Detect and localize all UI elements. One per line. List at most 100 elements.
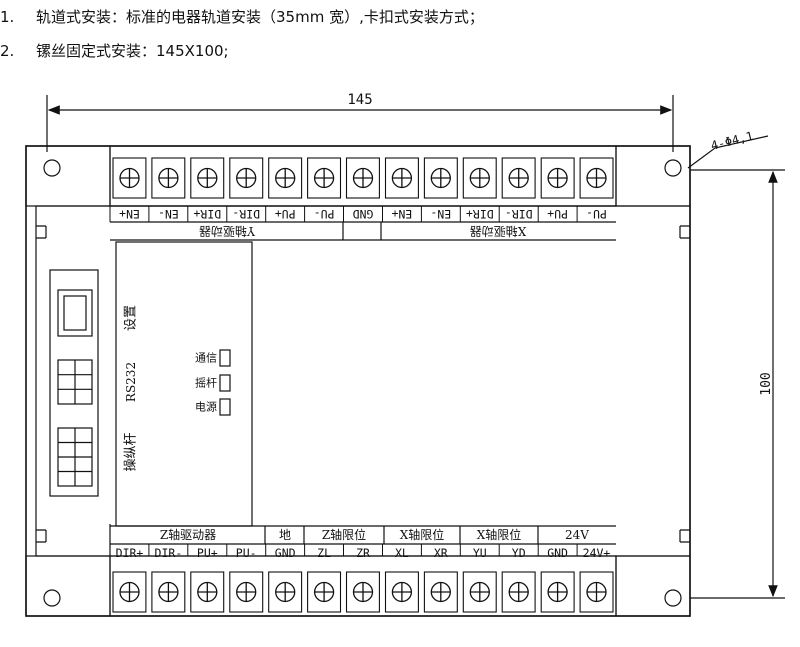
bottom-terminal-cell bbox=[151, 571, 186, 613]
bottom-terminal-cell bbox=[268, 571, 303, 613]
bottom-group-x-limit-2: X轴限位 bbox=[477, 527, 522, 542]
bottom-terminal-cell bbox=[190, 571, 225, 613]
bottom-group-z-driver: Z轴驱动器 bbox=[160, 527, 216, 542]
led-joystick-label: 摇杆 bbox=[195, 376, 217, 390]
clip-notch-left-bottom bbox=[36, 529, 47, 543]
connector-column bbox=[49, 269, 99, 497]
bottom-terminal-cell bbox=[540, 571, 575, 613]
clip-notch-right-bottom bbox=[679, 529, 690, 543]
label-rs232: RS232 bbox=[124, 362, 138, 402]
bottom-terminal-label: DIR- bbox=[155, 546, 183, 560]
top-terminal-label: DIR- bbox=[232, 207, 260, 221]
led-power-label: 电源 bbox=[195, 400, 217, 414]
top-terminal-cell bbox=[579, 157, 614, 199]
top-terminal-cell bbox=[229, 157, 264, 199]
top-terminal-label: DIR- bbox=[505, 207, 533, 221]
bottom-terminal-label: ZL bbox=[317, 546, 331, 560]
bottom-terminal-cell bbox=[307, 571, 342, 613]
top-terminal-cell bbox=[462, 157, 497, 199]
clip-notch-left-top bbox=[36, 225, 47, 239]
top-terminal-cell bbox=[112, 157, 147, 199]
top-terminal-cell bbox=[423, 157, 458, 199]
top-terminal-label: EN+ bbox=[391, 207, 412, 221]
bottom-terminal-label: YU bbox=[473, 546, 487, 560]
bottom-terminal-label: 24V+ bbox=[583, 546, 611, 560]
bottom-terminal-cell bbox=[112, 571, 147, 613]
bottom-terminal-label: GND bbox=[547, 546, 568, 560]
hole-spec-text: 4-Φ4,1 bbox=[709, 129, 754, 153]
bottom-terminal-block bbox=[109, 555, 617, 617]
top-terminal-label: EN- bbox=[430, 207, 451, 221]
mount-hole-tl bbox=[43, 159, 61, 177]
top-terminal-label: GND bbox=[353, 207, 374, 221]
top-terminal-label: PU+ bbox=[547, 207, 568, 221]
control-panel bbox=[115, 241, 253, 527]
led-comm bbox=[219, 349, 231, 367]
top-terminal-cell bbox=[384, 157, 419, 199]
bottom-group-x-limit-1: X轴限位 bbox=[400, 527, 445, 542]
bottom-terminal-cell bbox=[462, 571, 497, 613]
mount-hole-tr bbox=[664, 159, 682, 177]
top-terminal-label: EN+ bbox=[119, 207, 140, 221]
note-1-text: 轨道式安装：标准的电器轨道安装（35mm 宽）,卡扣式安装方式； bbox=[36, 8, 484, 26]
bottom-terminal-cells: DIR+ DIR- PU+ PU- GND ZL ZR XL XR YU YD GND 24V+ bbox=[109, 544, 614, 613]
bottom-terminal-label: PU+ bbox=[197, 546, 218, 560]
top-terminal-cell bbox=[540, 157, 575, 199]
dim-height-text: 100 bbox=[759, 372, 774, 395]
dim-width-text: 145 bbox=[347, 92, 372, 108]
note-1: 1. 轨道式安装：标准的电器轨道安装（35mm 宽）,卡扣式安装方式； bbox=[0, 6, 484, 27]
rs232-grid bbox=[58, 360, 92, 404]
label-setting: 设置 bbox=[124, 305, 139, 331]
note-2-number: 2. bbox=[0, 42, 15, 60]
setting-switch bbox=[57, 289, 93, 337]
top-terminal-label: PU- bbox=[314, 207, 335, 221]
bottom-terminal-label: PU- bbox=[236, 546, 257, 560]
bottom-terminal-cell bbox=[345, 571, 380, 613]
mount-tab-tr bbox=[615, 145, 691, 207]
bottom-terminal-cell bbox=[501, 571, 536, 613]
clip-notch-right-top bbox=[679, 225, 690, 239]
note-2: 2. 镙丝固定式安装：145X100; bbox=[0, 40, 229, 61]
mount-hole-br bbox=[664, 589, 682, 607]
bottom-group-ground: 地 bbox=[279, 528, 291, 542]
label-joystick: 操纵杆 bbox=[123, 432, 139, 471]
top-terminal-cell bbox=[307, 157, 342, 199]
bottom-terminal-cell bbox=[384, 571, 419, 613]
bottom-terminal-cell bbox=[423, 571, 458, 613]
mount-hole-bl bbox=[43, 589, 61, 607]
mount-tab-tl bbox=[25, 145, 111, 207]
top-terminal-label: PU- bbox=[586, 207, 607, 221]
hole-leader bbox=[687, 135, 769, 169]
led-comm-label: 通信 bbox=[195, 352, 217, 365]
note-1-number: 1. bbox=[0, 8, 15, 26]
bottom-terminal-label: ZR bbox=[356, 546, 370, 560]
led-joystick bbox=[219, 374, 231, 392]
top-terminal-label: DIR+ bbox=[466, 207, 494, 221]
top-terminal-label: DIR+ bbox=[193, 207, 221, 221]
mount-tab-bl bbox=[25, 555, 111, 617]
bottom-terminal-label: XR bbox=[434, 546, 448, 560]
mount-tab-br bbox=[615, 555, 691, 617]
note-2-text: 镙丝固定式安装：145X100; bbox=[36, 42, 229, 60]
top-terminal-label: PU+ bbox=[275, 207, 296, 221]
top-terminal-cell bbox=[501, 157, 536, 199]
top-terminal-cell bbox=[190, 157, 225, 199]
top-terminal-cell bbox=[268, 157, 303, 199]
setting-switch-inner bbox=[63, 295, 87, 331]
bottom-terminal-cell bbox=[229, 571, 264, 613]
bottom-terminal-cell bbox=[579, 571, 614, 613]
joystick-grid bbox=[58, 428, 92, 486]
top-terminal-cell bbox=[345, 157, 380, 199]
bottom-terminal-label: YD bbox=[512, 546, 526, 560]
bottom-terminal-label: DIR+ bbox=[116, 546, 144, 560]
bottom-group-24v: 24V bbox=[565, 528, 589, 542]
led-power bbox=[219, 398, 231, 416]
top-terminal-label: EN- bbox=[158, 207, 179, 221]
bottom-terminal-label: GND bbox=[275, 546, 296, 560]
top-terminal-cells: EN+ EN- DIR+ DIR- PU+ PU- GND EN+ EN- DIR+ DIR- PU+… bbox=[109, 157, 614, 222]
top-group-y-driver: Y轴驱动器 bbox=[199, 224, 256, 239]
top-terminal-cell bbox=[151, 157, 186, 199]
bottom-group-z-limit: Z轴限位 bbox=[322, 527, 366, 542]
bottom-terminal-label: XL bbox=[395, 546, 409, 560]
